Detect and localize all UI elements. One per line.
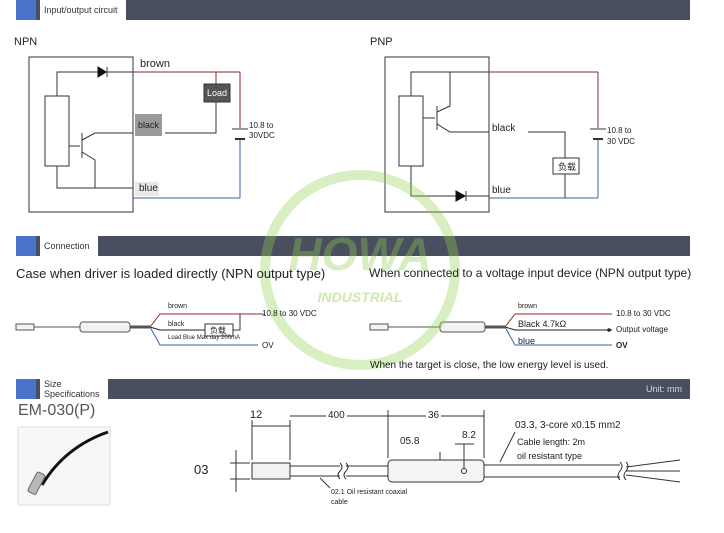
pnp-label: PNP [370,36,393,48]
pnp-voltage-line1: 10.8 to [607,126,632,135]
model-name: EM-030(P) [18,402,96,419]
section-title: Connection [40,236,98,256]
npn-label: NPN [14,36,38,48]
dim-400: 400 [326,410,347,421]
connection-left-drawing [15,313,265,346]
right-blue-label: blue [518,336,536,346]
section-marker [16,0,36,20]
npn-blue-marker [135,182,159,196]
coax-line1: 02.1 Oil resistant coaxial [331,489,408,496]
npn-sensor-element [44,95,70,167]
npn-voltage-line2: 30VDC [249,131,275,140]
pnp-sensor-element [398,95,424,167]
npn-load-label: Load [207,88,228,98]
right-output-label: Output voltage [616,325,669,334]
npn-voltage-line1: 10.8 to [249,121,274,130]
left-voltage-label: 10.8 to 30 VDC [262,309,317,318]
pnp-circuit [384,56,606,213]
cable-desc: 03.3, 3-core x0.15 mm2 [515,420,621,431]
left-caption: Load Blue Max day 200mA [168,335,241,341]
section-marker [16,379,36,399]
section-marker [16,236,36,256]
pnp-black-label: black [492,123,516,134]
right-note: When the target is close, the low energy… [370,360,609,371]
npn-black-label: black [138,120,160,130]
dim-36: 36 [426,410,442,421]
dim-12: 12 [250,409,263,421]
right-voltage-label: 10.8 to 30 VDC [616,309,671,318]
pnp-load-label: 负载 [558,162,577,172]
pnp-sensor-box [384,56,490,213]
left-load-label: 负载 [210,326,226,335]
left-brown-label: brown [168,303,188,310]
left-black-label: black [168,321,185,328]
right-brown-label: brown [518,303,538,310]
dimension-drawing [230,410,681,492]
section-title: Size Specifications [40,379,108,399]
right-ov-label: OV [616,341,628,350]
section-bar-connection: Connection [16,236,690,256]
npn-black-marker [135,114,162,136]
watermark-brand: HOWA [288,228,431,280]
section-title: Input/output circuit [40,0,126,20]
watermark-sub: INDUSTRIAL [318,289,403,305]
dim-82: 8.2 [462,430,476,441]
dim-03: 03 [194,462,209,477]
left-ov-label: OV [262,341,274,350]
pnp-voltage-line2: 30 VDC [607,137,636,146]
connection-right-heading: When connected to a voltage input device… [369,266,692,280]
section-bar-io: Input/output circuit [16,0,690,20]
dim-phi58: 05.8 [400,436,420,447]
pnp-blue-label: blue [492,185,511,196]
sensor-photo [17,426,111,506]
section-bar-size: Size Specifications Unit: mm [16,379,690,399]
cable-type: oil resistant type [517,451,583,461]
connection-right-drawing [369,313,612,346]
cable-length: Cable length: 2m [517,437,586,447]
npn-circuit [28,56,248,213]
npn-brown-label: brown [140,58,170,70]
right-black-label: Black 4.7kΩ [518,319,567,329]
npn-blue-label: blue [139,183,158,194]
coax-line2: cable [331,499,348,506]
unit-label: Unit: mm [646,384,682,394]
connection-left-heading: Case when driver is loaded directly (NPN… [16,266,326,281]
npn-sensor-box [28,56,134,213]
howa-watermark: HOWA INDUSTRIAL [260,170,460,370]
